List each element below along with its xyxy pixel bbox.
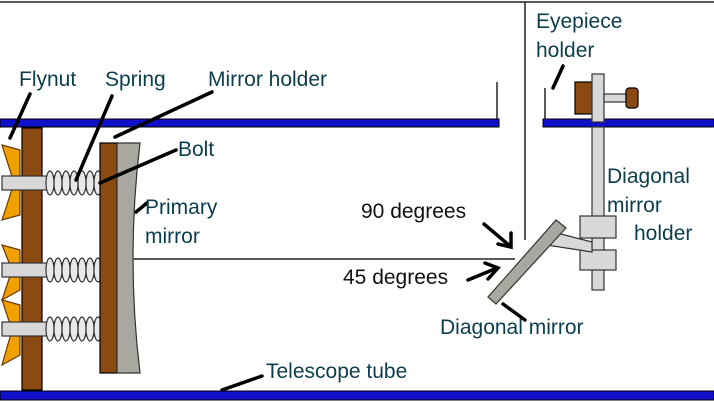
leader-diagonal-mirror: [501, 302, 527, 322]
label-diagonal-holder-line2: mirror: [607, 194, 662, 217]
label-mirror-holder: Mirror holder: [208, 68, 327, 91]
label-diagonal-holder-line3: holder: [634, 222, 692, 245]
label-spring: Spring: [105, 68, 166, 91]
eyepiece-holder-assembly: [574, 73, 639, 123]
leader-flynut: [8, 92, 32, 140]
label-telescope-tube: Telescope tube: [266, 360, 407, 383]
label-flynut: Flynut: [19, 68, 76, 91]
leader-bolt: [98, 148, 178, 185]
label-primary-mirror-line1: Primary: [145, 196, 218, 219]
label-diagonal-holder-line1: Diagonal: [607, 165, 690, 188]
leader-lines: [8, 64, 565, 392]
lower-tube-wall: [0, 390, 714, 401]
upper-tube-wall-right: [542, 118, 714, 128]
leader-eyepiece-holder: [551, 64, 565, 90]
eyepiece-holder-knob: [625, 87, 639, 109]
eyepiece-holder-screw: [603, 93, 627, 103]
spring-middle: [45, 257, 103, 283]
leader-primary-mirror: [134, 201, 149, 214]
label-45-degrees: 45 degrees: [343, 266, 448, 289]
spring-group: [45, 170, 103, 342]
spring-top: [45, 170, 103, 196]
primary-mirror: [116, 142, 141, 374]
leader-45-degrees: [466, 266, 499, 282]
arrow-head-45: [483, 261, 502, 281]
leader-telescope-tube: [220, 374, 264, 392]
diagonal-mirror: [487, 219, 567, 305]
label-eyepiece-holder-line2: holder: [536, 39, 594, 62]
arrow-heads: [483, 231, 513, 281]
eyepiece-holder-stem: [591, 73, 605, 123]
back-plate: [21, 127, 43, 391]
label-90-degrees: 90 degrees: [361, 200, 466, 223]
diagonal-holder-rod: [591, 126, 605, 291]
tube-outline: [0, 1, 714, 240]
diagonal-holder-nut-top: [579, 215, 617, 239]
label-diagonal-mirror: Diagonal mirror: [440, 316, 584, 339]
arrow-head-90: [496, 231, 513, 250]
label-primary-mirror-line2: mirror: [145, 225, 200, 248]
leader-90-degrees: [482, 222, 512, 248]
leader-spring: [74, 94, 114, 182]
spring-bottom: [45, 316, 103, 342]
label-eyepiece-holder-line1: Eyepiece: [536, 10, 622, 33]
upper-tube-wall-left: [0, 118, 500, 128]
label-bolt: Bolt: [178, 138, 214, 161]
diagonal-holder-assembly: [538, 126, 617, 291]
diagonal-holder-nut-bottom: [579, 249, 617, 271]
leader-mirror-holder: [113, 90, 214, 139]
